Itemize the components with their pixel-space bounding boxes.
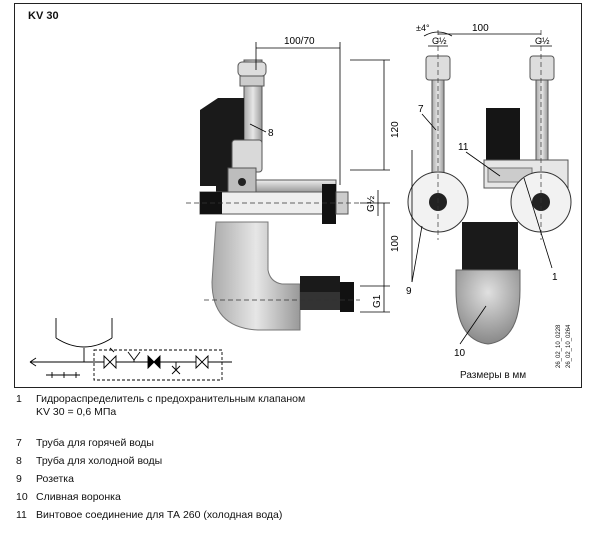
side-dimensions xyxy=(255,42,390,313)
elbow-nut-1 xyxy=(300,276,340,292)
legend-text: Труба для холодной воды xyxy=(36,455,163,467)
callout-11: 11 xyxy=(458,142,469,153)
callout-1: 1 xyxy=(552,272,558,283)
valve-hole xyxy=(238,178,246,186)
drawing-frame xyxy=(14,3,582,388)
funnel-neck xyxy=(462,222,518,270)
rosette-flange xyxy=(322,184,336,224)
dim-right-thread-left: G½ xyxy=(432,36,447,46)
leader-8 xyxy=(249,123,267,133)
cold-nut xyxy=(529,55,555,81)
legend-number: 9 xyxy=(16,473,22,485)
nut-lower xyxy=(239,75,265,87)
legend-item: 1 Гидрораспределитель с предохранительны… xyxy=(16,393,305,419)
front-dimensions xyxy=(411,31,552,282)
legend-item: 10 Сливная воронка xyxy=(16,491,121,504)
elbow-nut-3 xyxy=(340,282,354,312)
funnel-bowl xyxy=(455,269,521,345)
nut-top xyxy=(237,61,267,77)
drawing-code-2: 26_02_10_0264 xyxy=(566,324,572,368)
legend-text: Труба для горячей воды xyxy=(36,437,154,449)
callout-8: 8 xyxy=(268,128,274,139)
callout-9: 9 xyxy=(406,286,412,297)
side-view: 8 xyxy=(186,59,362,331)
schematic xyxy=(29,318,232,381)
legend-item: 7 Труба для горячей воды xyxy=(16,437,154,450)
callout-7: 7 xyxy=(418,104,424,115)
technical-drawing: 8 100/70 120 G½ 100 G1 xyxy=(29,23,572,381)
dim-top-left: 100/70 xyxy=(284,36,315,47)
dim-side-height: 120 xyxy=(390,121,401,138)
legend-text: Гидрораспределитель с предохранительным … xyxy=(36,393,306,418)
drain-elbow xyxy=(211,221,301,331)
legend-text: Сливная воронка xyxy=(36,491,121,503)
legend-number: 8 xyxy=(16,455,22,467)
front-leaders xyxy=(411,113,553,345)
elbow-nut-2 xyxy=(300,292,340,310)
legend-number: 10 xyxy=(16,491,28,503)
callout-10: 10 xyxy=(454,348,466,359)
drawing-title: KV 30 xyxy=(28,10,59,22)
legend-text: Винтовое соединение для ТА 260 (холодная… xyxy=(36,509,283,521)
drawing-code-1: 26_02_10_0228 xyxy=(556,324,562,368)
dim-right-spacing: 100 xyxy=(472,23,489,34)
legend-item: 11 Винтовое соединение для ТА 260 (холод… xyxy=(16,509,282,522)
legend-item: 9 Розетка xyxy=(16,473,74,486)
dim-thread-one: G1 xyxy=(372,294,383,308)
legend-number: 1 xyxy=(16,393,22,405)
units-label: Размеры в мм xyxy=(460,370,527,381)
legend-number: 7 xyxy=(16,437,22,449)
legend-text: Розетка xyxy=(36,473,74,485)
legend-item: 8 Труба для холодной воды xyxy=(16,455,162,468)
valve-fitting xyxy=(231,139,263,173)
front-view xyxy=(407,30,572,345)
hot-nut xyxy=(425,55,451,81)
dim-thread-half: G½ xyxy=(366,195,377,212)
dim-center-bottom: 100 xyxy=(390,235,401,252)
dim-angle: ±4° xyxy=(416,23,430,33)
dim-right-thread-right: G½ xyxy=(535,36,550,46)
legend-number: 11 xyxy=(16,509,27,521)
